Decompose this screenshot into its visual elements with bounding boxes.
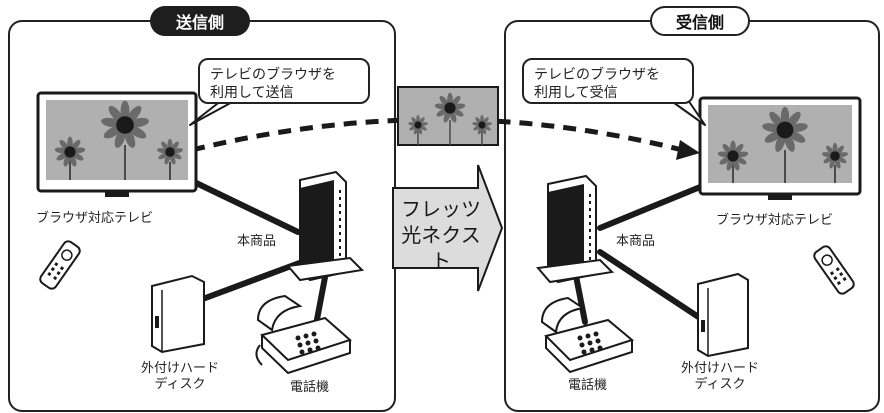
sender-bubble-line1: テレビのブラウザを bbox=[210, 67, 336, 83]
receiver-phone-label: 電話機 bbox=[568, 378, 608, 393]
sender-remote-icon bbox=[39, 240, 81, 290]
receiver-router-icon bbox=[536, 174, 615, 284]
sender-bubble-line2: 利用して送信 bbox=[210, 85, 294, 101]
receiver-remote-icon bbox=[813, 245, 855, 295]
receiver-hdd-icon bbox=[697, 272, 749, 358]
receiver-router-label: 本商品 bbox=[616, 234, 656, 249]
sender-tv-label: ブラウザ対応テレビ bbox=[36, 211, 154, 226]
receiver-phone-icon bbox=[540, 296, 635, 374]
receiver-bubble-line2: 利用して受信 bbox=[534, 85, 618, 101]
sender-hdd-label-line2: ディスク bbox=[154, 377, 206, 392]
sender-tv-icon bbox=[36, 91, 198, 197]
sender-bubble: テレビのブラウザを 利用して送信 bbox=[198, 58, 370, 104]
sender-router-label: 本商品 bbox=[237, 234, 277, 249]
receiver-bubble-tail bbox=[669, 99, 706, 126]
sender-hdd-label: 外付けハード ディスク bbox=[130, 361, 230, 393]
sender-phone-icon bbox=[255, 294, 352, 375]
receiver-bubble: テレビのブラウザを 利用して受信 bbox=[522, 58, 694, 104]
sunflower-photo bbox=[397, 86, 499, 146]
sender-hdd-icon bbox=[151, 274, 205, 354]
sender-phone-label: 電話機 bbox=[290, 380, 330, 395]
receiver-tv-label: ブラウザ対応テレビ bbox=[716, 213, 834, 228]
receiver-bubble-line1: テレビのブラウザを bbox=[534, 67, 660, 83]
receiver-hdd-label-line1: 外付けハード bbox=[680, 361, 759, 376]
receiver-connections bbox=[573, 182, 708, 325]
receiver-hdd-label: 外付けハード ディスク bbox=[670, 361, 770, 393]
network-label-line2: 光ネクスト bbox=[401, 223, 481, 273]
network-label: フレッツ 光ネクスト bbox=[394, 196, 488, 274]
sender-bubble-tail bbox=[189, 99, 237, 126]
sender-header: 送信側 bbox=[150, 6, 250, 36]
receiver-header: 受信側 bbox=[650, 6, 750, 36]
network-label-line1: フレッツ bbox=[401, 197, 481, 221]
receiver-tv-icon bbox=[698, 96, 862, 200]
receiver-hdd-label-line2: ディスク bbox=[694, 377, 746, 392]
transfer-arrowhead bbox=[676, 140, 700, 160]
network-arrow bbox=[392, 164, 504, 292]
sender-hdd-label-line1: 外付けハード bbox=[140, 361, 219, 376]
sender-router-icon bbox=[286, 170, 365, 282]
